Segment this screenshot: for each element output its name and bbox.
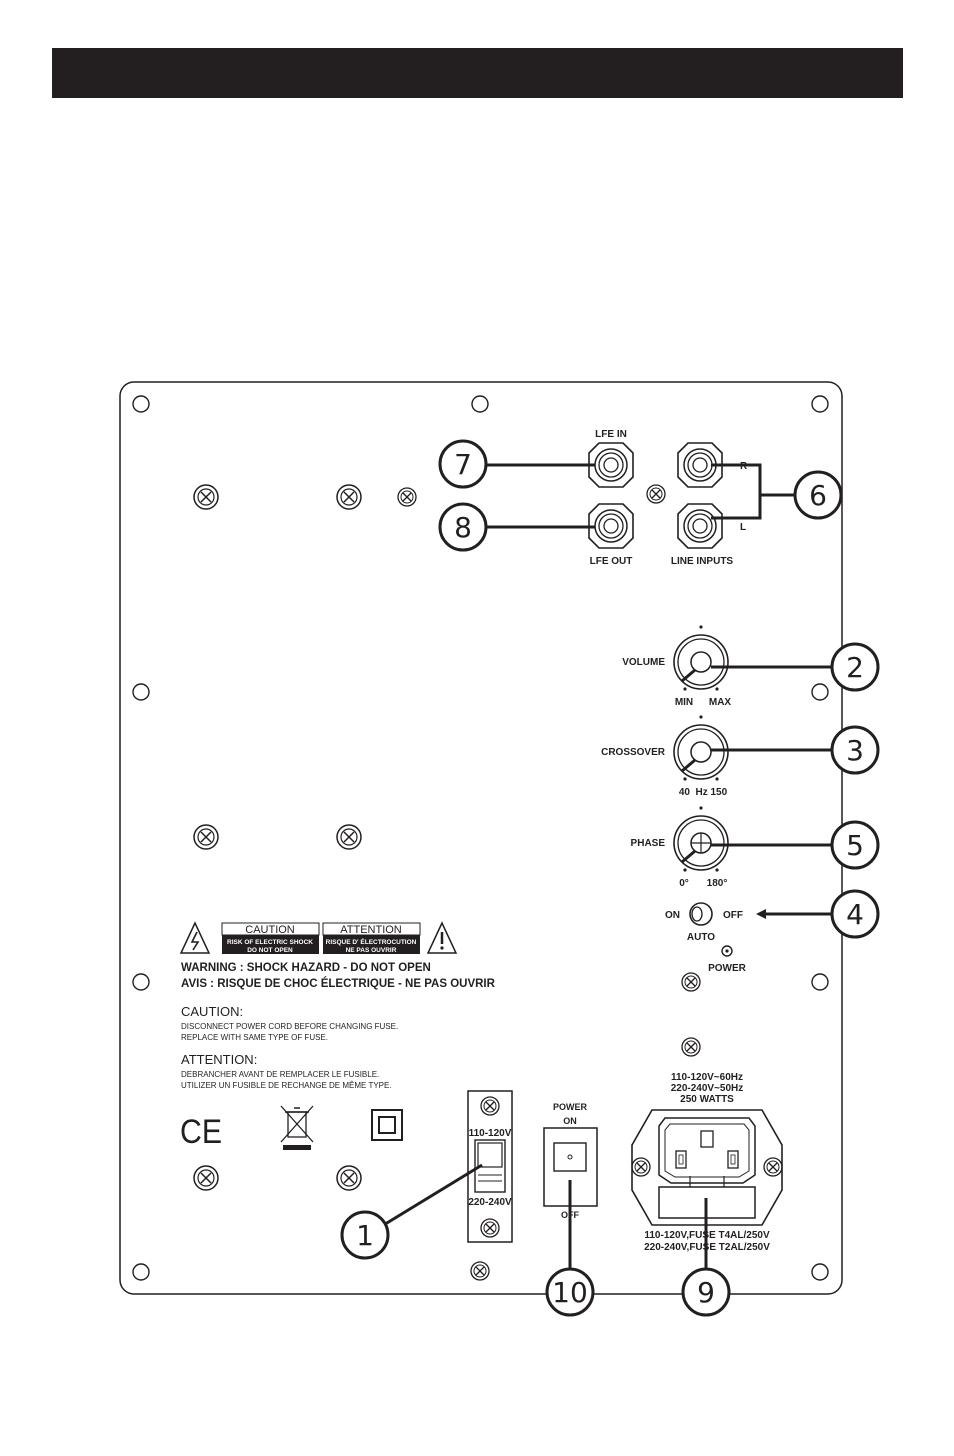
svg-text:ATTENTION: ATTENTION: [340, 924, 402, 936]
panel-screws: [193, 484, 701, 1281]
callout-leader-lines: [381, 463, 833, 1270]
crossover-knob: [672, 715, 730, 781]
volume-label: VOLUME: [622, 657, 665, 668]
callout-9: 9: [681, 1267, 731, 1317]
warning-line: WARNING : SHOCK HAZARD - DO NOT OPEN: [181, 962, 431, 974]
callout-1: 1: [340, 1210, 390, 1260]
crossover-label: CROSSOVER: [601, 747, 666, 758]
voltage-220-label: 220-240V: [468, 1197, 512, 1208]
caution-badge: CAUTION RISK OF ELECTRIC SHOCK DO NOT OP…: [221, 922, 320, 954]
svg-text:NE PAS OUVRIR: NE PAS OUVRIR: [346, 947, 397, 954]
callout-6: 6: [793, 470, 843, 520]
lfe-out-jack: [588, 503, 634, 549]
svg-text:DO NOT OPEN: DO NOT OPEN: [247, 947, 293, 954]
callout-7: 7: [438, 439, 488, 489]
callout-5: 5: [830, 820, 880, 870]
power-rating-1: 110-120V~60Hz: [671, 1072, 743, 1083]
svg-text:RISQUE D' ÉLECTROCUTION: RISQUE D' ÉLECTROCUTION: [326, 937, 417, 946]
attention-badge: ATTENTION RISQUE D' ÉLECTROCUTION NE PAS…: [322, 922, 421, 954]
attention-text-2: UTILIZER UN FUSIBLE DE RECHANGE DE MÊME …: [181, 1081, 392, 1090]
power-rating-3: 250 WATTS: [680, 1094, 734, 1105]
svg-text:CAUTION: CAUTION: [245, 924, 295, 936]
volume-knob: [672, 625, 730, 691]
callout-2: 2: [830, 642, 880, 692]
crossover-scale-label: 40 Hz 150: [679, 787, 728, 798]
weee-bin-icon: [280, 1105, 314, 1150]
power-led: [721, 945, 733, 957]
caution-text-1: DISCONNECT POWER CORD BEFORE CHANGING FU…: [181, 1022, 398, 1031]
header-bar: [52, 48, 903, 98]
power-switch-label: POWER: [553, 1102, 588, 1112]
svg-text:10: 10: [552, 1276, 588, 1309]
svg-text:4: 4: [846, 898, 864, 931]
svg-text:2: 2: [846, 651, 864, 684]
lfe-out-label: LFE OUT: [590, 556, 633, 567]
caution-title: CAUTION:: [181, 1004, 243, 1019]
line-inputs-label: LINE INPUTS: [671, 556, 734, 567]
switch-off-label: OFF: [723, 910, 743, 921]
phase-label: PHASE: [631, 838, 666, 849]
avis-line: AVIS : RISQUE DE CHOC ÉLECTRIQUE - NE PA…: [181, 977, 496, 990]
double-insulation-icon: [371, 1109, 403, 1141]
svg-text:1: 1: [356, 1219, 374, 1252]
phase-max-label: 180°: [707, 878, 728, 889]
attention-text-1: DEBRANCHER AVANT DE REMPLACER LE FUSIBLE…: [181, 1070, 379, 1079]
callout-10: 10: [545, 1267, 595, 1317]
svg-text:RISK OF ELECTRIC SHOCK: RISK OF ELECTRIC SHOCK: [227, 939, 313, 946]
svg-text:9: 9: [697, 1276, 715, 1309]
callout-4: 4: [830, 889, 880, 939]
line-input-left-jack: [677, 503, 723, 549]
ce-mark: CE: [180, 1113, 222, 1151]
volume-max-label: MAX: [709, 697, 732, 708]
svg-text:3: 3: [846, 734, 864, 767]
power-switch-on-label: ON: [563, 1116, 577, 1126]
shock-warning-icon: [179, 921, 211, 954]
left-channel-label: L: [740, 522, 746, 533]
power-led-label: POWER: [708, 963, 747, 974]
voltage-110-label: 110-120V: [469, 1128, 512, 1139]
switch-on-label: ON: [665, 910, 680, 921]
phase-min-label: 0°: [679, 878, 689, 889]
svg-text:8: 8: [454, 511, 472, 544]
attention-title: ATTENTION:: [181, 1052, 257, 1067]
lfe-in-label: LFE IN: [595, 429, 627, 440]
power-rating-2: 220-240V~50Hz: [671, 1083, 744, 1094]
auto-power-switch: [689, 902, 713, 926]
lfe-in-jack: [588, 442, 634, 488]
phase-knob: [672, 806, 730, 872]
callout-3: 3: [830, 725, 880, 775]
volume-min-label: MIN: [675, 697, 693, 708]
exclamation-warning-icon: [426, 921, 458, 954]
switch-auto-label: AUTO: [687, 932, 715, 943]
caution-text-2: REPLACE WITH SAME TYPE OF FUSE.: [181, 1033, 328, 1042]
voltage-selector: [467, 1090, 513, 1243]
svg-text:6: 6: [809, 479, 827, 512]
svg-text:7: 7: [454, 448, 472, 481]
svg-text:5: 5: [846, 829, 864, 862]
callout-8: 8: [438, 502, 488, 552]
off-arrowhead: [756, 909, 766, 919]
